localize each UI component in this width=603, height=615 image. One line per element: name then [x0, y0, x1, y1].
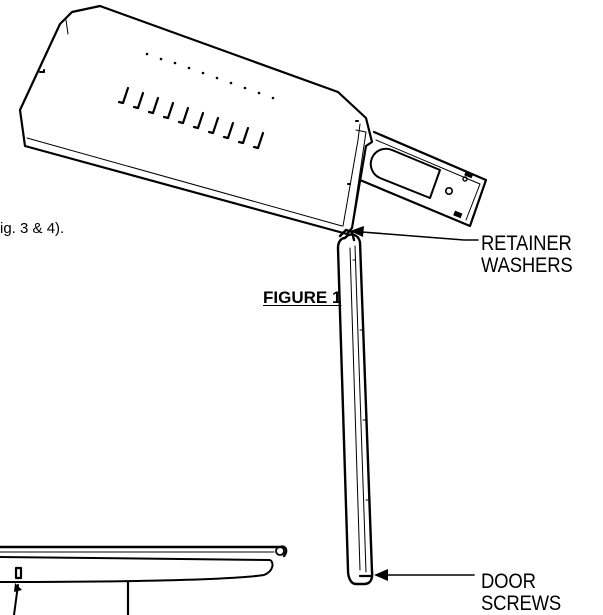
hinge-inner-plate	[375, 139, 481, 221]
lid-inner-edge	[26, 137, 343, 227]
hinge-slot	[369, 147, 441, 199]
door-outline	[336, 233, 374, 586]
hinge-bracket	[358, 130, 488, 228]
cabinet-front-curve	[0, 556, 274, 583]
callout-door-line2: SCREWS	[481, 592, 562, 615]
washer-hook	[338, 228, 356, 242]
lower-cabinet	[0, 545, 288, 615]
figure-title: FIGURE 1	[263, 288, 342, 307]
door-ticks	[352, 259, 369, 501]
cabinet-bolt	[14, 566, 23, 580]
hinge-hole	[444, 187, 453, 196]
lid-top-crease	[65, 19, 69, 35]
lid-corner-marks	[39, 69, 359, 185]
hinge-plate	[358, 130, 488, 228]
lid-assembly	[18, 4, 374, 236]
callout-retainer-line2: WASHERS	[481, 254, 573, 277]
door-inner-edge	[349, 247, 361, 571]
lid-inner-edge	[342, 123, 361, 227]
door-panel	[336, 233, 374, 586]
callout-door-screws: DOOR SCREWS	[481, 571, 561, 615]
callout-door-line1: DOOR	[481, 570, 536, 593]
callout-retainer-line1: RETAINER	[481, 232, 572, 255]
door-inner-edge	[354, 245, 367, 573]
hinge-hole-small	[462, 176, 468, 182]
caption-fragment: ig. 3 & 4).	[0, 220, 65, 237]
lid-outline	[18, 4, 374, 236]
lid-side-fold	[351, 129, 367, 227]
lid-vent-slots	[117, 86, 265, 150]
retainer-washer	[338, 228, 356, 242]
callout-leaders	[350, 226, 479, 581]
callout-retainer-washers: RETAINER WASHERS	[481, 233, 573, 277]
cabinet-knob	[275, 546, 285, 556]
hinge-tabs	[453, 170, 474, 219]
retainer-leader-line	[361, 231, 479, 241]
cabinet-arrow-head	[14, 583, 22, 592]
retainer-leader-arrowhead	[350, 226, 364, 237]
lid-dot-row	[145, 52, 275, 100]
cabinet-top-edge	[0, 545, 288, 558]
door-leader-arrowhead	[374, 569, 388, 581]
